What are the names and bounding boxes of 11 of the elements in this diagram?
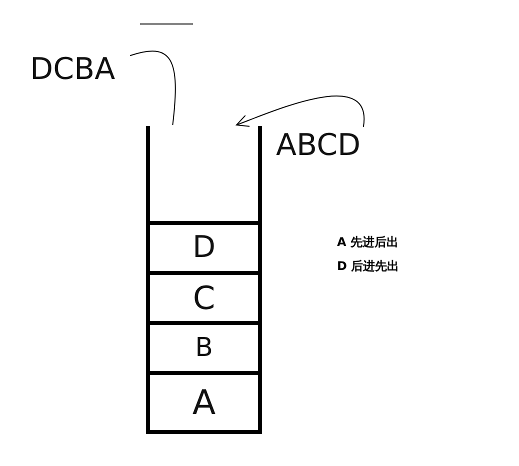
stack-letter: C [192,282,216,314]
stack-letter: A [192,386,216,420]
stack-letter: B [195,335,213,361]
sequence-text: ABCD [276,131,361,161]
note-text: D 后进先出 [337,258,400,275]
connector-line [130,50,176,126]
stack-container [146,126,262,434]
note-text: A 先进后出 [337,234,398,251]
stack-letter: D [192,233,216,263]
arrow [236,96,364,128]
sequence-text: DCBA [30,55,116,85]
